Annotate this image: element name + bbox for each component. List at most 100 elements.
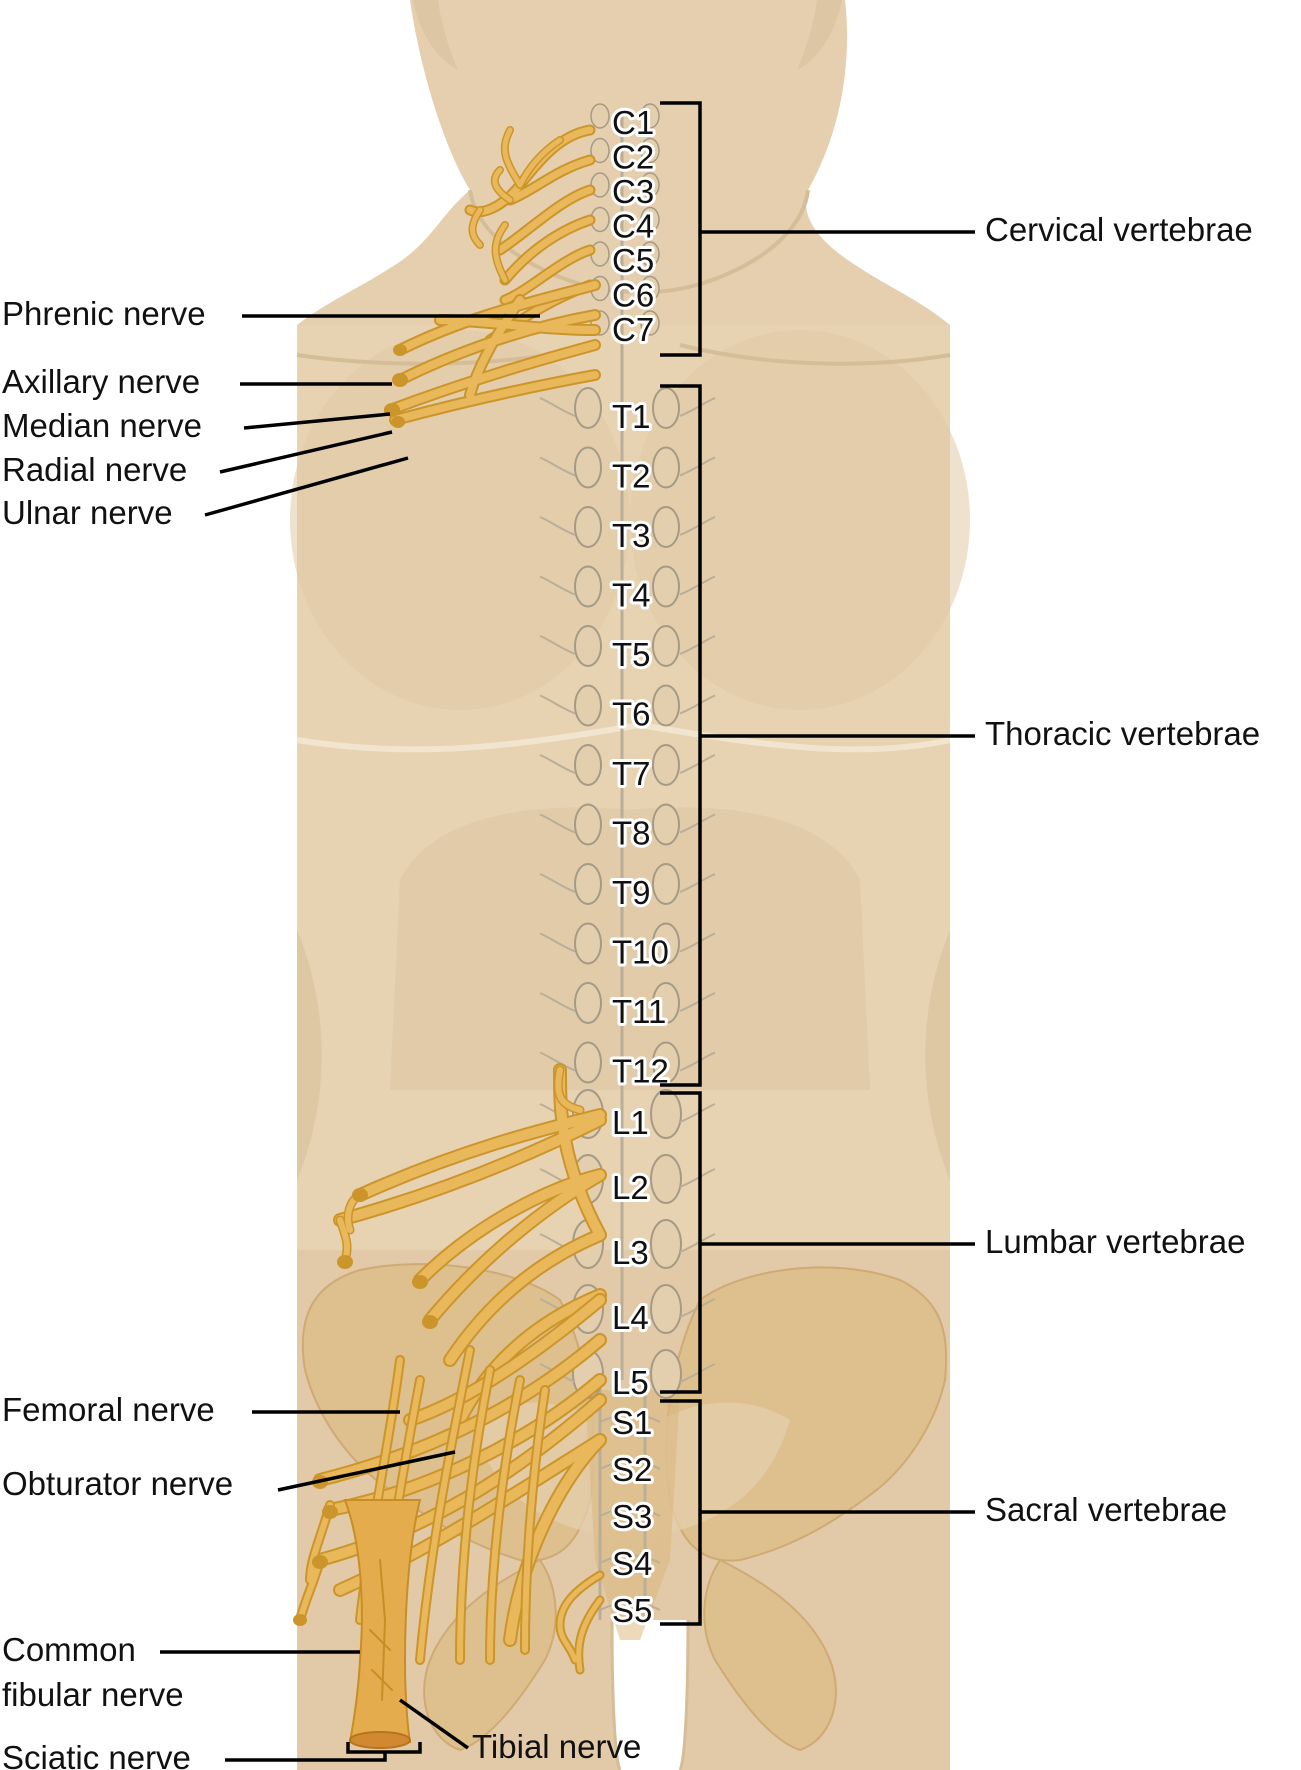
segment-label-c2: C2 [612,139,654,176]
ulnar-nerve-label: Ulnar nerve [2,494,173,531]
vertebra-t7-right [652,744,680,786]
segment-label-s4: S4 [612,1545,652,1582]
right-ear [797,0,842,70]
vertebra-t11-right [652,982,680,1024]
vertebra-t6-left [574,684,602,727]
segment-label-c1: C1 [612,104,654,141]
vertebra-t12-left [574,1041,602,1084]
segment-label-s2: S2 [612,1451,652,1488]
vertebra-t2-right [652,446,680,489]
vertebra-c4-right [640,206,660,233]
segment-label-t8: T8 [612,815,651,852]
vertebra-t4-left [574,565,602,608]
brachial-plexus [384,279,601,428]
phrenic-nerve-label: Phrenic nerve [2,295,206,332]
segment-label-c7: C7 [612,311,654,348]
axillary-nerve-label: Axillary nerve [2,363,200,400]
left-ear [413,0,458,70]
vertebra-t8-left [574,803,602,846]
segment-label-t6: T6 [612,696,651,733]
thigh-line-right [678,1619,690,1770]
flank-shade-right [925,930,950,1180]
segment-label-t4: T4 [612,577,651,614]
sacral-foramen-s5 [599,1601,661,1611]
segment-label-c3: C3 [612,173,654,210]
vertebra-t6-right [652,684,680,727]
right-ischium [703,1558,837,1752]
tibial-nerve-label: Tibial nerve [472,1728,641,1765]
vertebra-t8-right [652,803,680,846]
segment-label-t3: T3 [612,517,651,554]
vertebra-c1-left [590,103,610,129]
vertebra-t7-left [574,744,602,786]
vertebra-c6-right [640,275,660,302]
nerve-labels: Phrenic nerve Axillary nerve Median nerv… [2,295,641,1770]
radial-leader [219,430,393,474]
costal-line [296,721,951,753]
vertebra-t2-left [574,446,602,489]
pectoral-shade-left [290,330,630,710]
sacral-plexus [293,1293,607,1749]
segment-label-c4: C4 [612,208,654,245]
sacral-foramen-s2 [599,1460,661,1470]
vertebra-t1-right [652,387,680,429]
sacrum [585,1390,680,1640]
vertebra-t5-right [652,625,680,667]
vertebra-c5-right [640,241,660,267]
crotch-gap [612,1620,688,1770]
radial-nerve-label: Radial nerve [2,451,187,488]
segment-label-c5: C5 [612,242,654,279]
vertebra-l5-right [650,1349,682,1399]
segment-label-t12: T12 [612,1053,669,1090]
vertebra-l4-right [650,1284,682,1334]
vertebra-t3-right [652,506,680,548]
segment-label-t7: T7 [612,755,651,792]
thigh-line-left [610,1619,622,1770]
segment-label-l5: L5 [612,1364,649,1401]
sacral-label: Sacral vertebrae [985,1491,1227,1528]
vertebra-t9-left [574,863,602,905]
sacral-foramen-s4 [599,1554,661,1564]
segment-label-t1: T1 [612,398,651,435]
common-fibular-nerve-label-line2: fibular nerve [2,1676,184,1713]
sacral-foramen-s1 [599,1413,661,1423]
nerve-network [293,124,607,1749]
sciatic-cross-section [349,1731,411,1749]
vertebra-t12-right [652,1041,680,1084]
flank-shade-left [297,930,322,1180]
vertebra-t3-left [574,506,602,548]
vertebra-l1-right [650,1089,682,1139]
segment-label-t2: T2 [612,458,651,495]
vertebra-t9-right [652,863,680,905]
segment-label-l2: L2 [612,1169,649,1206]
obturator-nerve-label: Obturator nerve [2,1465,233,1502]
cervical-plexus [464,124,596,346]
cervical-label: Cervical vertebrae [985,211,1253,248]
obturator-leader [277,1450,456,1492]
common-fibular-nerve-label-line1: Common [2,1631,136,1668]
vertebra-l3-right [650,1219,682,1269]
abdomen-shade [390,807,870,1090]
tibial-leader [398,1698,470,1750]
region-labels: Cervical vertebrae Thoracic vertebrae Lu… [985,211,1260,1528]
segment-label-l3: L3 [612,1234,649,1271]
segment-label-c6: C6 [612,277,654,314]
sciatic-leader [225,1752,387,1762]
segment-label-l4: L4 [612,1299,649,1336]
lumbar-plexus [333,1063,607,1427]
segment-label-s1: S1 [612,1404,652,1441]
segment-label-t11: T11 [612,993,666,1030]
vertebra-t10-right [652,922,680,965]
segment-labels: C1C2C3C4C5C6C7T1T2T3T4T5T6T7T8T9T10T11T1… [609,101,672,1632]
femoral-nerve-label: Femoral nerve [2,1391,215,1428]
region-brackets [346,101,975,1754]
cervical-bracket [660,101,975,357]
segment-label-s3: S3 [612,1498,652,1535]
thoracic-bracket [660,384,975,1087]
thoracic-label: Thoracic vertebrae [985,715,1260,752]
segment-label-l1: L1 [612,1104,649,1141]
vertebra-t5-left [574,625,602,667]
vertebra-t11-left [574,982,602,1024]
vertebra-t4-right [652,565,680,608]
